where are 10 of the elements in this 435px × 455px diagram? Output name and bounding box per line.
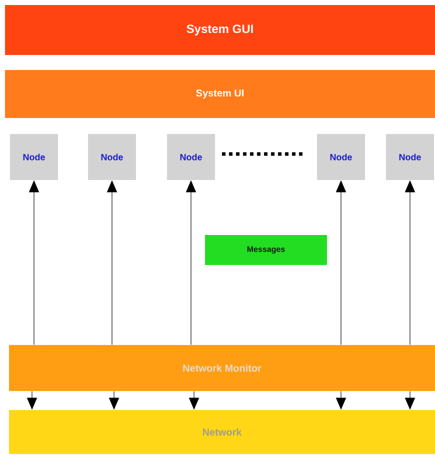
layer-band: Network Monitor (9, 345, 435, 391)
node-box: Node (167, 134, 215, 180)
title-band: System GUI (5, 5, 435, 55)
node-box: Node (317, 134, 365, 180)
message-box: Messages (205, 235, 327, 265)
node-box: Node (10, 134, 58, 180)
layer-band: System UI (5, 70, 435, 118)
node-box: Node (88, 134, 136, 180)
layer-band: Network (9, 410, 435, 454)
node-box: Node (386, 134, 434, 180)
